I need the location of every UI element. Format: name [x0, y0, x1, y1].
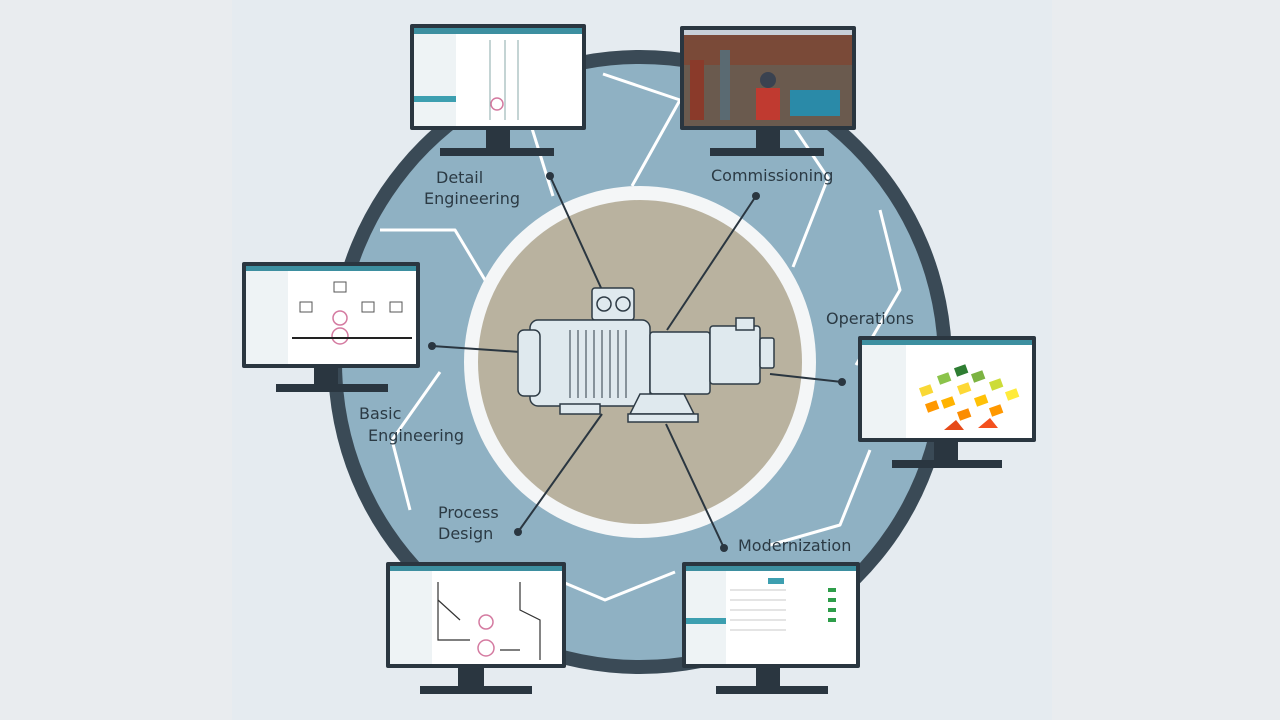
- connector-dots: [428, 172, 846, 552]
- monitor-process-design: [386, 562, 566, 694]
- monitor-basic-engineering: [242, 262, 420, 392]
- label-basic-engineering-line1: Basic: [359, 404, 401, 423]
- label-operations: Operations: [826, 309, 914, 328]
- monitor-operations: [858, 336, 1036, 468]
- label-detail-engineering-line1: Detail: [436, 168, 483, 187]
- motor-icon: [517, 287, 775, 423]
- monitor-commissioning: [680, 26, 856, 156]
- label-basic-engineering-line2: Engineering: [368, 426, 464, 445]
- label-process-design-line2: Design: [438, 524, 493, 543]
- label-modernization: Modernization: [738, 536, 851, 555]
- monitor-detail-engineering: [410, 24, 586, 156]
- monitor-modernization: [682, 562, 860, 694]
- label-detail-engineering-line2: Engineering: [424, 189, 520, 208]
- connector-lines: [431, 175, 843, 549]
- label-process-design-line1: Process: [438, 503, 499, 522]
- label-commissioning: Commissioning: [711, 166, 833, 185]
